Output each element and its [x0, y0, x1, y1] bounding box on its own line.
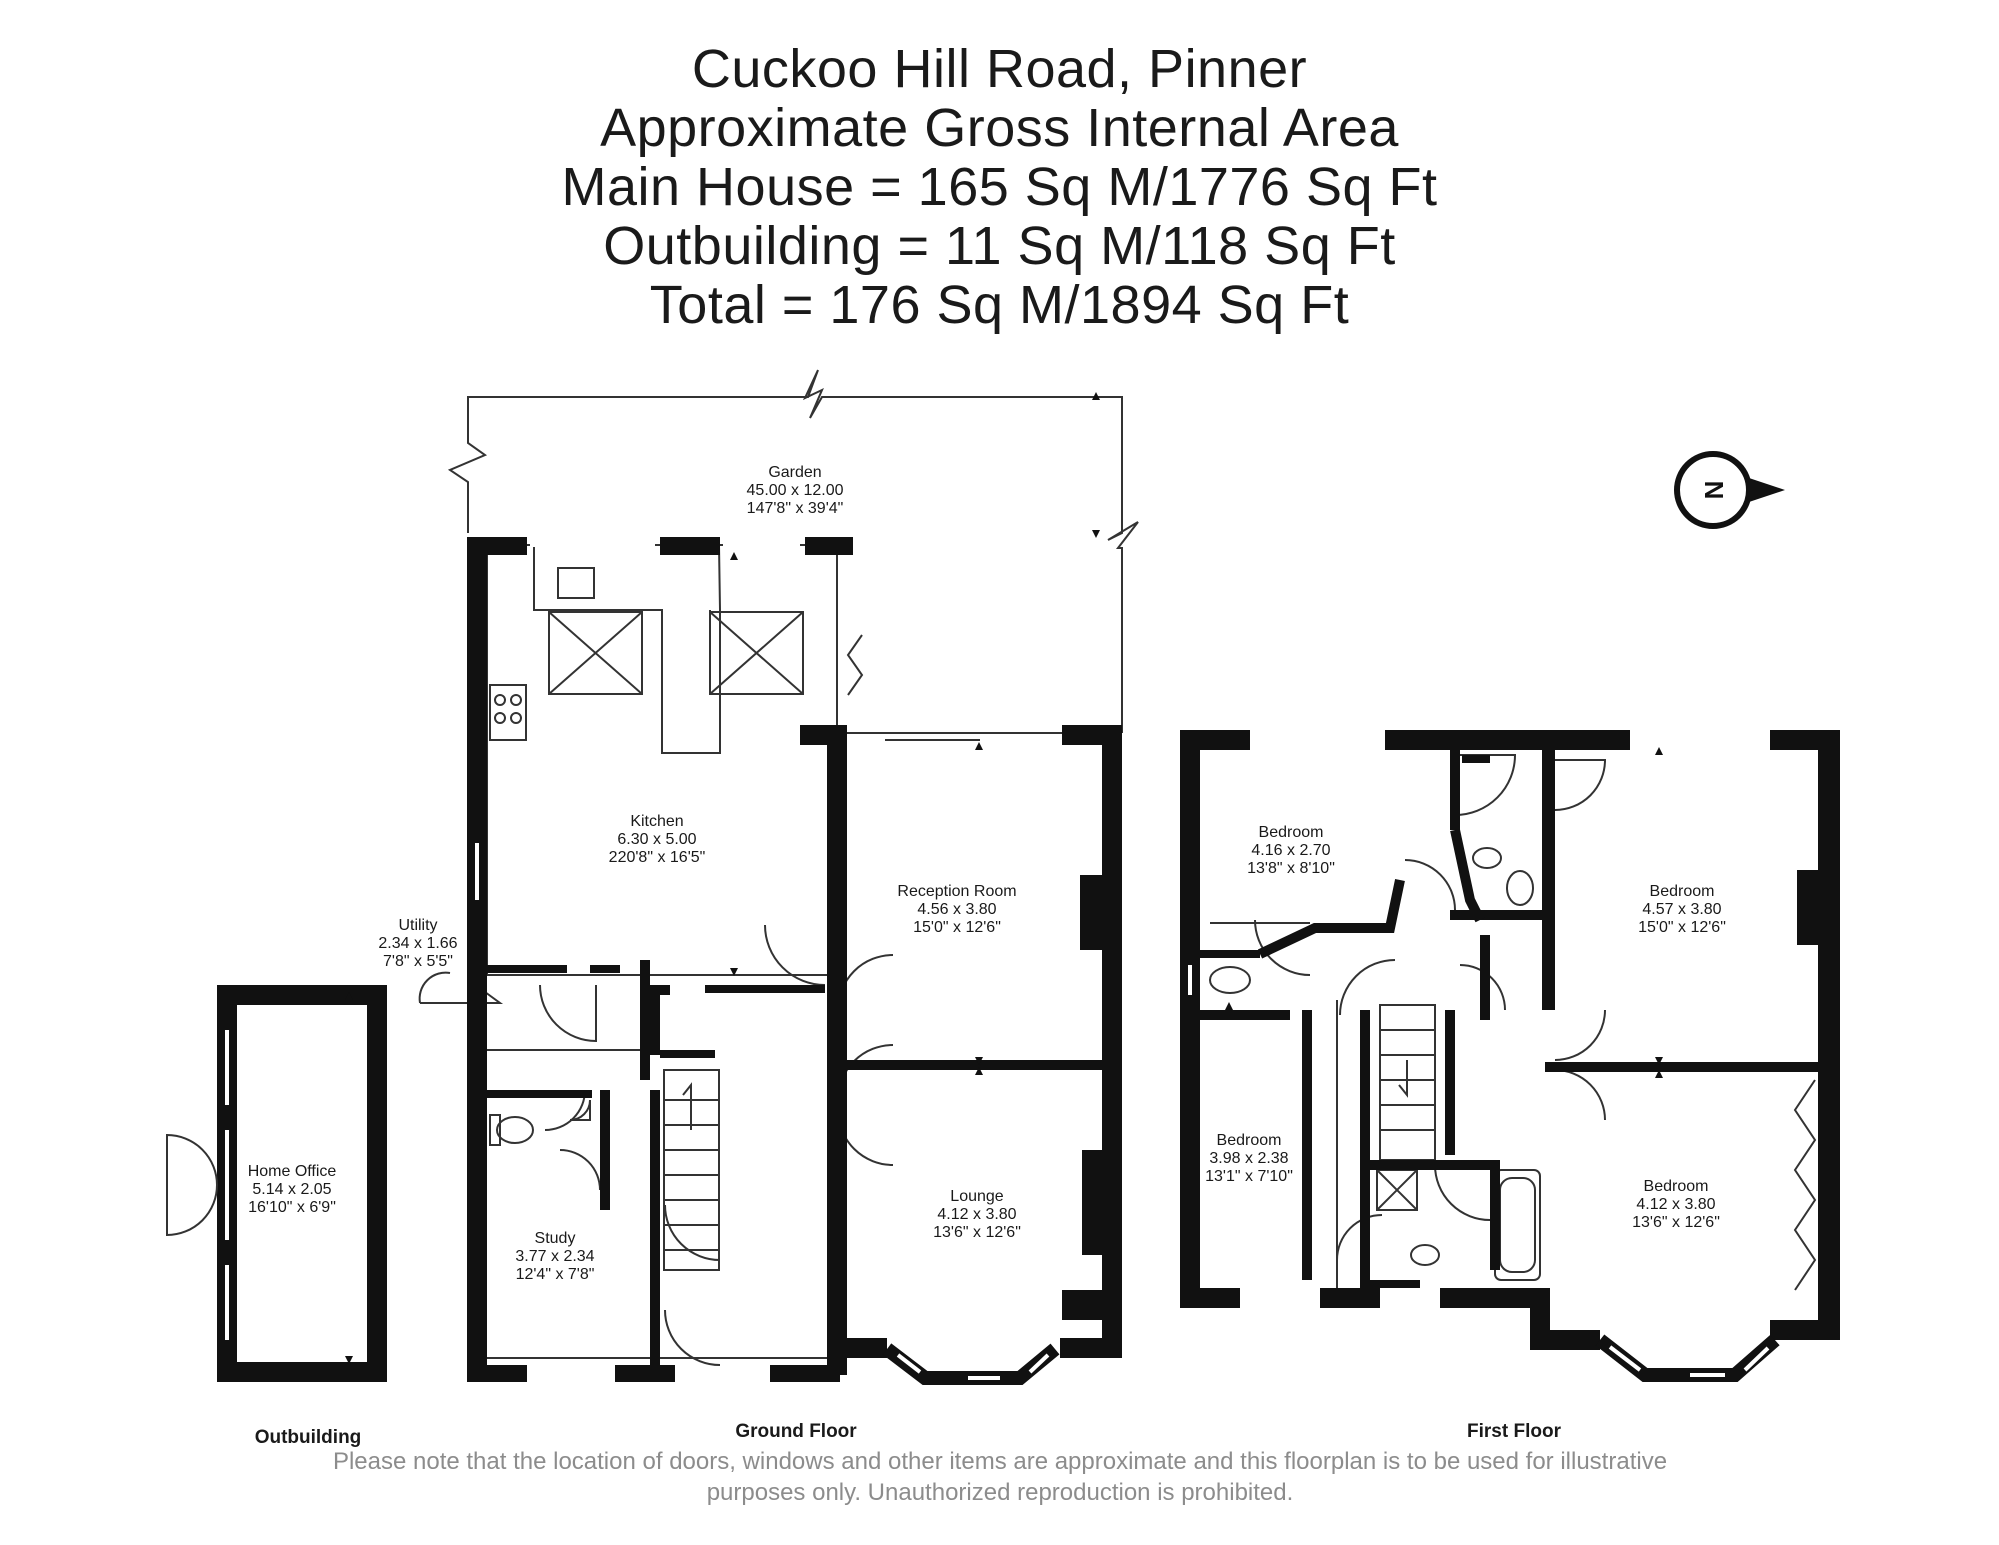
garden-name: Garden — [768, 464, 821, 481]
lounge-imperial: 13'6" x 12'6" — [933, 1224, 1021, 1241]
bedroom-3-name: Bedroom — [1217, 1132, 1282, 1149]
utility-label: Utility 2.34 x 1.66 7'8" x 5'5" — [378, 917, 457, 970]
bedroom-2-metric: 4.57 x 3.80 — [1642, 901, 1721, 918]
disclaimer-line-2: purposes only. Unauthorized reproduction… — [706, 1479, 1294, 1506]
bedroom-3-imperial: 13'1" x 7'10" — [1205, 1168, 1293, 1185]
garden-imperial: 147'8" x 39'4" — [747, 500, 844, 517]
title-outbuilding-area: Outbuilding = 11 Sq M/118 Sq Ft — [603, 216, 1396, 276]
bedroom-1-label: Bedroom 4.16 x 2.70 13'8" x 8'10" — [1247, 824, 1335, 877]
home-office-imperial: 16'10" x 6'9" — [248, 1199, 336, 1216]
lounge-metric: 4.12 x 3.80 — [937, 1206, 1016, 1223]
study-metric: 3.77 x 2.34 — [515, 1248, 594, 1265]
title-main-house-area: Main House = 165 Sq M/1776 Sq Ft — [561, 157, 1438, 217]
home-office-label: Home Office 5.14 x 2.05 16'10" x 6'9" — [248, 1163, 337, 1216]
home-office-metric: 5.14 x 2.05 — [252, 1181, 331, 1198]
reception-imperial: 15'0" x 12'6" — [913, 919, 1001, 936]
first-floor-label: First Floor — [1467, 1421, 1562, 1442]
reception-name: Reception Room — [897, 883, 1016, 900]
bedroom-1-imperial: 13'8" x 8'10" — [1247, 860, 1335, 877]
compass-letter: N — [1699, 481, 1729, 500]
title-address: Cuckoo Hill Road, Pinner — [691, 39, 1308, 99]
garden-metric: 45.00 x 12.00 — [747, 482, 844, 499]
disclaimer: Please note that the location of doors, … — [280, 1446, 1720, 1508]
first-floor-plan — [1180, 730, 1840, 1382]
bedroom-4-label: Bedroom 4.12 x 3.80 13'6" x 12'6" — [1632, 1178, 1720, 1231]
bedroom-1-metric: 4.16 x 2.70 — [1251, 842, 1330, 859]
lounge-label: Lounge 4.12 x 3.80 13'6" x 12'6" — [933, 1188, 1021, 1241]
ground-floor-plan — [418, 537, 1122, 1385]
kitchen-metric: 6.30 x 5.00 — [617, 831, 696, 848]
study-name: Study — [535, 1230, 576, 1247]
bedroom-2-label: Bedroom 4.57 x 3.80 15'0" x 12'6" — [1638, 883, 1726, 936]
title-area-heading: Approximate Gross Internal Area — [600, 98, 1399, 158]
dimension-ticks — [345, 392, 1663, 1364]
kitchen-label: Kitchen 6.30 x 5.00 220'8" x 16'5" — [609, 813, 706, 866]
compass-icon: N — [1674, 451, 1785, 529]
bedroom-1-name: Bedroom — [1259, 824, 1324, 841]
disclaimer-line-1: Please note that the location of doors, … — [332, 1448, 1668, 1475]
bedroom-3-metric: 3.98 x 2.38 — [1209, 1150, 1288, 1167]
home-office-name: Home Office — [248, 1163, 337, 1180]
bedroom-3-label: Bedroom 3.98 x 2.38 13'1" x 7'10" — [1205, 1132, 1293, 1185]
bedroom-4-imperial: 13'6" x 12'6" — [1632, 1214, 1720, 1231]
utility-name: Utility — [398, 917, 437, 934]
bedroom-4-name: Bedroom — [1644, 1178, 1709, 1195]
kitchen-imperial: 220'8" x 16'5" — [609, 849, 706, 866]
kitchen-name: Kitchen — [630, 813, 683, 830]
bedroom-4-metric: 4.12 x 3.80 — [1636, 1196, 1715, 1213]
study-label: Study 3.77 x 2.34 12'4" x 7'8" — [515, 1230, 594, 1283]
lounge-name: Lounge — [950, 1188, 1003, 1205]
reception-label: Reception Room 4.56 x 3.80 15'0" x 12'6" — [897, 883, 1016, 936]
title-total-area: Total = 176 Sq M/1894 Sq Ft — [649, 275, 1350, 335]
reception-metric: 4.56 x 3.80 — [917, 901, 996, 918]
garden-outline — [447, 369, 1139, 733]
bedroom-2-name: Bedroom — [1650, 883, 1715, 900]
garden-label: Garden 45.00 x 12.00 147'8" x 39'4" — [747, 464, 844, 517]
utility-metric: 2.34 x 1.66 — [378, 935, 457, 952]
utility-imperial: 7'8" x 5'5" — [383, 953, 453, 970]
title-block: Cuckoo Hill Road, Pinner Approximate Gro… — [0, 40, 1999, 335]
bedroom-2-imperial: 15'0" x 12'6" — [1638, 919, 1726, 936]
outbuilding-floor-label: Outbuilding — [255, 1427, 362, 1448]
study-imperial: 12'4" x 7'8" — [516, 1266, 595, 1283]
ground-floor-label: Ground Floor — [735, 1421, 857, 1442]
outbuilding-plan — [166, 985, 387, 1382]
